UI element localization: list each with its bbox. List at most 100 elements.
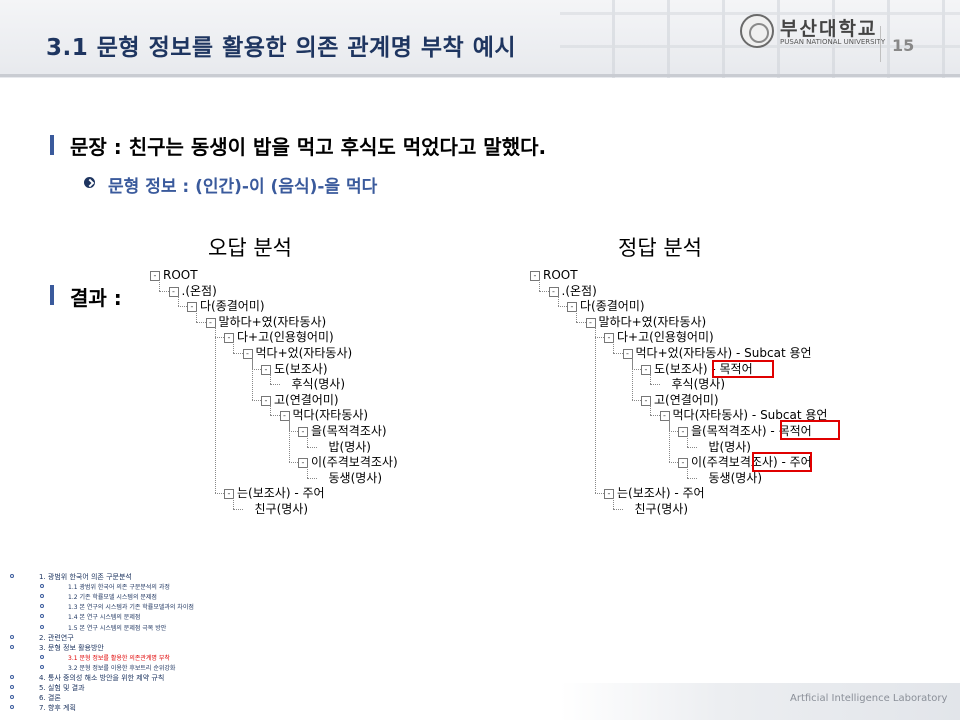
tree-node-label: 다+고(인용형어미): [237, 330, 334, 345]
toc-item[interactable]: 1.4 본 연구 시스템의 문제점: [68, 614, 141, 622]
toc-item[interactable]: 1. 광범위 한국어 의존 구문분석: [39, 573, 132, 581]
tree-connector: [687, 436, 688, 447]
tree-node[interactable]: 친구(명사): [623, 502, 689, 516]
wrong-parse-tree: -ROOT-.(온점)-다(종결어미)-말하다+였(자타동사)-다+고(인용형어…: [146, 266, 464, 518]
collapse-toggle-icon[interactable]: -: [168, 286, 179, 297]
tree-node[interactable]: -말하다+였(자타동사): [585, 314, 707, 329]
tree-connector: [177, 306, 187, 308]
logo-english-text: PUSAN NATIONAL UNIVERSITY: [780, 38, 886, 46]
collapse-toggle-icon[interactable]: -: [604, 333, 614, 344]
tree-node[interactable]: -고(연결어미): [641, 393, 719, 407]
toc-item[interactable]: 5. 실험 및 결과: [39, 684, 85, 693]
header-separator: [880, 26, 881, 62]
tree-node[interactable]: -먹다+었(자타동사): [242, 346, 352, 360]
toc-item-active[interactable]: 3.1 문형 정보를 활용한 의존관계명 부착: [68, 654, 170, 662]
tree-connector: [196, 311, 197, 322]
tree-node[interactable]: -먹다+었(자타동사) - Subcat 용언: [622, 346, 812, 360]
collapse-toggle-icon[interactable]: -: [585, 317, 596, 328]
tree-node-label: 도(보조사) - 목적어: [654, 361, 753, 376]
tree-node[interactable]: -다+고(인용형어미): [604, 330, 714, 344]
tree-connector: [214, 493, 224, 495]
toc-item[interactable]: 4. 통사 중의성 해소 방안을 위한 제약 규칙: [39, 674, 165, 682]
tree-node[interactable]: -다(종결어미): [187, 299, 265, 313]
collapse-toggle-icon[interactable]: -: [641, 395, 651, 406]
toc-item[interactable]: 2. 관련연구: [39, 633, 74, 642]
tree-node[interactable]: -도(보조사): [261, 362, 328, 376]
collapse-toggle-icon[interactable]: -: [659, 411, 670, 422]
collapse-toggle-icon[interactable]: -: [261, 364, 271, 375]
collapse-toggle-icon[interactable]: -: [187, 302, 197, 313]
toc-item[interactable]: 1.1 광범위 한국어 의존 구문분석의 과정: [68, 584, 170, 592]
tree-node[interactable]: -먹다(자타동사): [279, 408, 368, 422]
tree-connector: [668, 431, 678, 432]
tree-node[interactable]: -이(주격보격조사): [298, 455, 398, 469]
tree-node[interactable]: -.(온점): [168, 284, 217, 298]
tree-node[interactable]: 동생(명사): [317, 471, 383, 485]
collapse-toggle-icon[interactable]: -: [604, 489, 614, 500]
tree-connector: [539, 280, 540, 291]
university-seal-icon: [740, 14, 774, 48]
tree-node[interactable]: 동생(명사): [697, 471, 763, 485]
toc-item[interactable]: 3.2 문형 정보를 이용한 후보트리 순위강화: [68, 664, 176, 672]
toc-item[interactable]: 1.5 본 연구 시스템의 문제점 극복 방안: [68, 624, 167, 632]
tree-node-label: 친구(명사): [254, 502, 309, 516]
tree-connector: [631, 368, 641, 370]
tree-node[interactable]: -ROOT: [530, 268, 578, 282]
tree-node[interactable]: -도(보조사) - 목적어: [641, 362, 753, 376]
collapse-toggle-icon[interactable]: -: [261, 395, 271, 406]
toc-item[interactable]: 1.3 본 연구의 시스템과 기존 학률모델과의 차이점: [68, 604, 194, 612]
university-logo: 부산대학교 PUSAN NATIONAL UNIVERSITY: [740, 12, 885, 52]
tree-connector: [177, 295, 179, 307]
tree-node-label: 먹다+었(자타동사) - Subcat 용언: [635, 346, 812, 360]
collapse-toggle-icon[interactable]: -: [622, 349, 633, 359]
tree-node[interactable]: -먹다(자타동사) - Subcat 용언: [659, 408, 827, 422]
collapse-toggle-icon[interactable]: -: [641, 364, 651, 375]
tree-connector: [288, 431, 298, 432]
tree-node[interactable]: 밥(명사): [697, 440, 751, 454]
toc-item[interactable]: 7. 향후 계획: [39, 704, 76, 713]
tree-node-label: 말하다+였(자타동사): [218, 314, 327, 329]
tree-node-label: 말하다+였(자타동사): [598, 314, 707, 329]
tree-node[interactable]: -을(목적격조사): [298, 424, 387, 438]
tree-node[interactable]: -이(주격보격조사) - 주어: [678, 455, 812, 469]
tree-connector: [557, 295, 559, 307]
collapse-toggle-icon[interactable]: -: [678, 458, 688, 469]
tree-node-label: 밥(명사): [328, 439, 371, 454]
tree-node[interactable]: -ROOT: [150, 268, 198, 282]
tree-node[interactable]: 밥(명사): [317, 440, 371, 454]
tree-node-label: 동생(명사): [328, 470, 383, 485]
collapse-toggle-icon[interactable]: -: [279, 411, 290, 422]
tree-node[interactable]: -는(보조사) - 주어: [224, 486, 325, 500]
arrow-bullet-icon: [84, 177, 95, 188]
tree-node[interactable]: 후식(명사): [280, 377, 346, 391]
toc-item[interactable]: 6. 결론: [39, 694, 61, 703]
tree-connector: [196, 321, 206, 323]
collapse-toggle-icon[interactable]: -: [224, 333, 234, 344]
collapse-toggle-icon[interactable]: -: [205, 317, 216, 328]
tree-node[interactable]: -말하다+였(자타동사): [205, 314, 327, 329]
collapse-toggle-icon[interactable]: -: [242, 349, 253, 359]
bullet-bar-icon: [50, 285, 54, 305]
collapse-toggle-icon[interactable]: -: [530, 271, 540, 281]
tree-node[interactable]: -다(종결어미): [567, 299, 645, 313]
toc-item[interactable]: 3. 문형 정보 활용방안: [39, 643, 104, 652]
tree-node[interactable]: -.(온점): [548, 284, 597, 298]
collapse-toggle-icon[interactable]: -: [678, 427, 688, 437]
highlight-box: [712, 360, 774, 378]
collapse-toggle-icon[interactable]: -: [298, 427, 308, 437]
collapse-toggle-icon[interactable]: -: [567, 302, 577, 313]
toc-item[interactable]: 1.2 기존 학률모델 시스템의 문제점: [68, 594, 157, 602]
tree-node[interactable]: 후식(명사): [660, 377, 726, 391]
tree-connector: [251, 358, 253, 400]
collapse-toggle-icon[interactable]: -: [150, 271, 160, 281]
collapse-toggle-icon[interactable]: -: [224, 489, 234, 500]
tree-node[interactable]: 친구(명사): [243, 502, 309, 516]
collapse-toggle-icon[interactable]: -: [548, 286, 559, 297]
toc-bullet-icon: [10, 705, 14, 710]
tree-node[interactable]: -고(연결어미): [261, 393, 339, 407]
tree-node[interactable]: -는(보조사) - 주어: [604, 486, 705, 500]
collapse-toggle-icon[interactable]: -: [298, 458, 308, 469]
tree-node[interactable]: -다+고(인용형어미): [224, 330, 334, 344]
tree-connector: [613, 509, 623, 510]
tree-connector: [233, 498, 234, 509]
